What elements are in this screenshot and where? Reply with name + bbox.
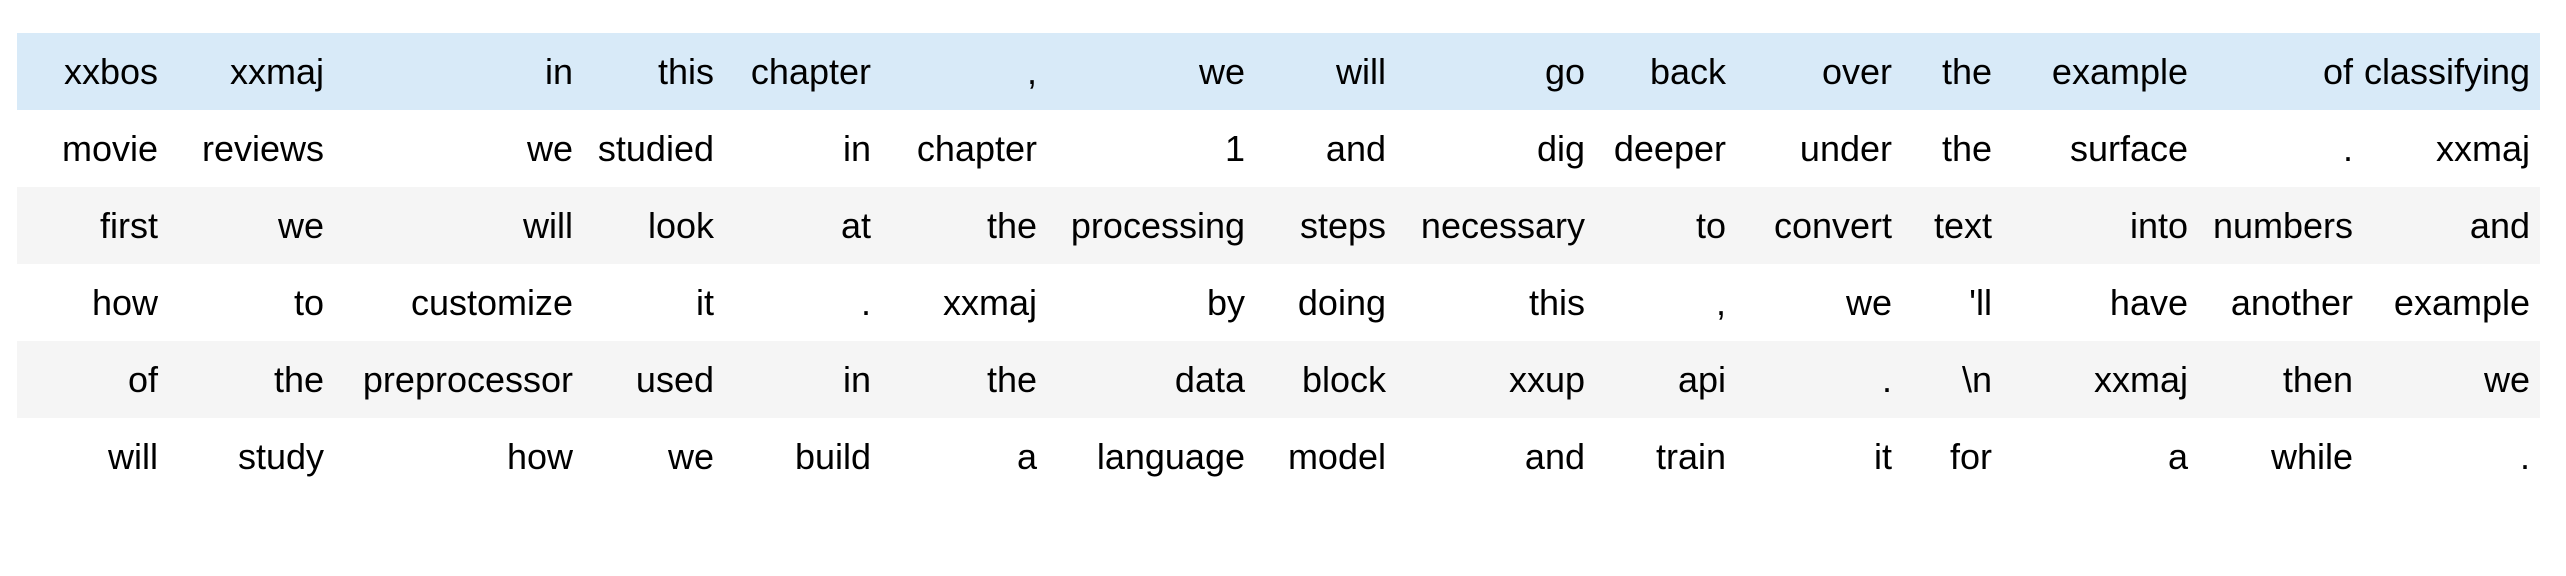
token-cell: .: [1736, 341, 1902, 418]
token-cell: studied: [597, 128, 714, 169]
token-cell: processing: [1047, 187, 1255, 264]
token-cell: surface: [2069, 128, 2188, 169]
token-cell: reviews: [201, 128, 324, 169]
token-cell: go: [1396, 33, 1595, 110]
token-cell: we: [526, 128, 573, 169]
token-cell: a: [1016, 436, 1037, 477]
token-cell: at: [724, 187, 881, 264]
token-cell: it: [1874, 436, 1892, 477]
token-cell: xxbos: [17, 33, 168, 110]
token-cell: numbers: [2198, 187, 2363, 264]
token-cell: necessary: [1396, 187, 1595, 264]
token-cell: have: [2109, 282, 2188, 323]
token-cell: model: [1287, 436, 1386, 477]
token-cell: we: [667, 436, 714, 477]
token-cell: back: [1595, 33, 1736, 110]
token-cell: and: [1524, 436, 1585, 477]
token-cell: will: [1255, 33, 1396, 110]
token-cell: 1: [1224, 128, 1245, 169]
token-cell: ,: [1715, 282, 1726, 323]
token-cell: while: [2270, 436, 2353, 477]
token-cell: another: [2230, 282, 2353, 323]
token-cell: the: [168, 341, 334, 418]
token-cell: text: [1902, 187, 2002, 264]
token-cell: this: [583, 33, 724, 110]
token-cell: for: [1949, 436, 1992, 477]
token-cell: xxmaj: [2435, 128, 2530, 169]
token-cell: preprocessor: [334, 341, 583, 418]
token-cell: and: [2363, 187, 2540, 264]
token-cell: chapter: [916, 128, 1037, 169]
token-cell: it: [696, 282, 714, 323]
token-cell: data: [1047, 341, 1255, 418]
token-cell: over: [1736, 33, 1902, 110]
token-cell: then: [2198, 341, 2363, 418]
token-cell: to: [293, 282, 324, 323]
token-cell: this: [1528, 282, 1585, 323]
token-cell: example: [2002, 33, 2198, 110]
token-cell: api: [1595, 341, 1736, 418]
token-cell: in: [842, 128, 871, 169]
token-cell: of: [17, 341, 168, 418]
token-cell: xxmaj: [168, 33, 334, 110]
token-cell: language: [1096, 436, 1245, 477]
token-cell: into: [2002, 187, 2198, 264]
token-cell: to: [1595, 187, 1736, 264]
token-cell: used: [583, 341, 724, 418]
token-cell: the: [1902, 33, 2002, 110]
token-cell: in: [724, 341, 881, 418]
token-cell: the: [881, 341, 1047, 418]
token-cell: block: [1255, 341, 1396, 418]
token-cell: and: [1325, 128, 1386, 169]
token-cell: first: [17, 187, 168, 264]
token-cell: study: [237, 436, 324, 477]
token-cell: train: [1655, 436, 1726, 477]
token-cell: movie: [61, 128, 158, 169]
token-cell: convert: [1736, 187, 1902, 264]
token-cell: example: [2393, 282, 2530, 323]
token-cell: we: [1845, 282, 1892, 323]
token-row: will study how we build a language model and trai…: [17, 418, 2540, 495]
token-cell: dig: [1536, 128, 1585, 169]
token-cell: a: [2167, 436, 2188, 477]
token-cell: we: [1047, 33, 1255, 110]
token-cell: we: [2363, 341, 2540, 418]
token-cell: \n: [1902, 341, 2002, 418]
token-cell: the: [881, 187, 1047, 264]
token-cell: .: [2519, 436, 2530, 477]
token-cell: xxup: [1396, 341, 1595, 418]
token-cell: .: [860, 282, 871, 323]
token-cell: the: [1941, 128, 1992, 169]
token-cell: how: [506, 436, 573, 477]
token-cell: of: [2198, 33, 2363, 110]
token-cell: chapter: [724, 33, 881, 110]
token-cell: how: [91, 282, 158, 323]
token-cell: classifying: [2363, 33, 2540, 110]
token-cell: ,: [881, 33, 1047, 110]
token-cell: steps: [1255, 187, 1396, 264]
token-cell: xxmaj: [2002, 341, 2198, 418]
token-cell: look: [583, 187, 724, 264]
token-cell: in: [334, 33, 583, 110]
token-cell: 'll: [1969, 282, 1992, 323]
token-cell: we: [168, 187, 334, 264]
token-cell: build: [794, 436, 871, 477]
token-cell: will: [334, 187, 583, 264]
token-row: how to customize it. xxmaj by doing this, we 'll h…: [17, 264, 2540, 341]
token-cell: .: [2342, 128, 2353, 169]
token-cell: under: [1799, 128, 1892, 169]
token-cell: xxmaj: [942, 282, 1037, 323]
token-cell: deeper: [1613, 128, 1726, 169]
token-cell: customize: [410, 282, 573, 323]
token-cell: by: [1206, 282, 1245, 323]
token-cell: will: [108, 436, 158, 477]
token-cell: doing: [1297, 282, 1386, 323]
